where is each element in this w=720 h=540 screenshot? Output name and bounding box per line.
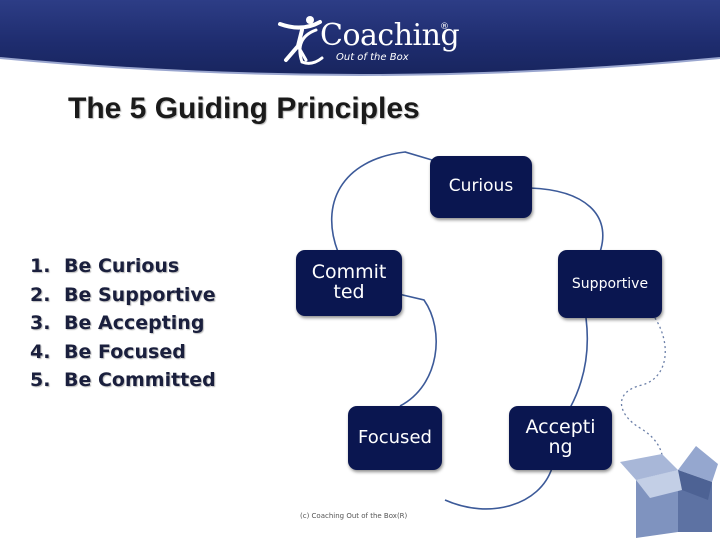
cycle-label-supportive: Supportive bbox=[572, 277, 648, 292]
connector-curious-supportive bbox=[530, 188, 603, 252]
open-cardboard-box-icon bbox=[616, 440, 720, 540]
cycle-box-committed: Commit ted bbox=[296, 250, 402, 316]
cycle-box-supportive: Supportive bbox=[558, 250, 662, 318]
cycle-box-accepting: Accepti ng bbox=[509, 406, 612, 470]
copyright-notice: (c) Coaching Out of the Box(R) bbox=[300, 512, 407, 520]
cycle-box-focused: Focused bbox=[348, 406, 442, 470]
cycle-box-curious: Curious bbox=[430, 156, 532, 218]
connector-supportive-accepting bbox=[570, 318, 587, 408]
cycle-label-committed: Commit ted bbox=[312, 263, 387, 303]
cycle-label-focused: Focused bbox=[358, 429, 432, 448]
connector-accepting-focused bbox=[445, 468, 552, 509]
connector-committed-curious bbox=[332, 152, 432, 252]
cycle-label-accepting: Accepti ng bbox=[519, 418, 602, 458]
cycle-label-curious: Curious bbox=[449, 178, 513, 196]
